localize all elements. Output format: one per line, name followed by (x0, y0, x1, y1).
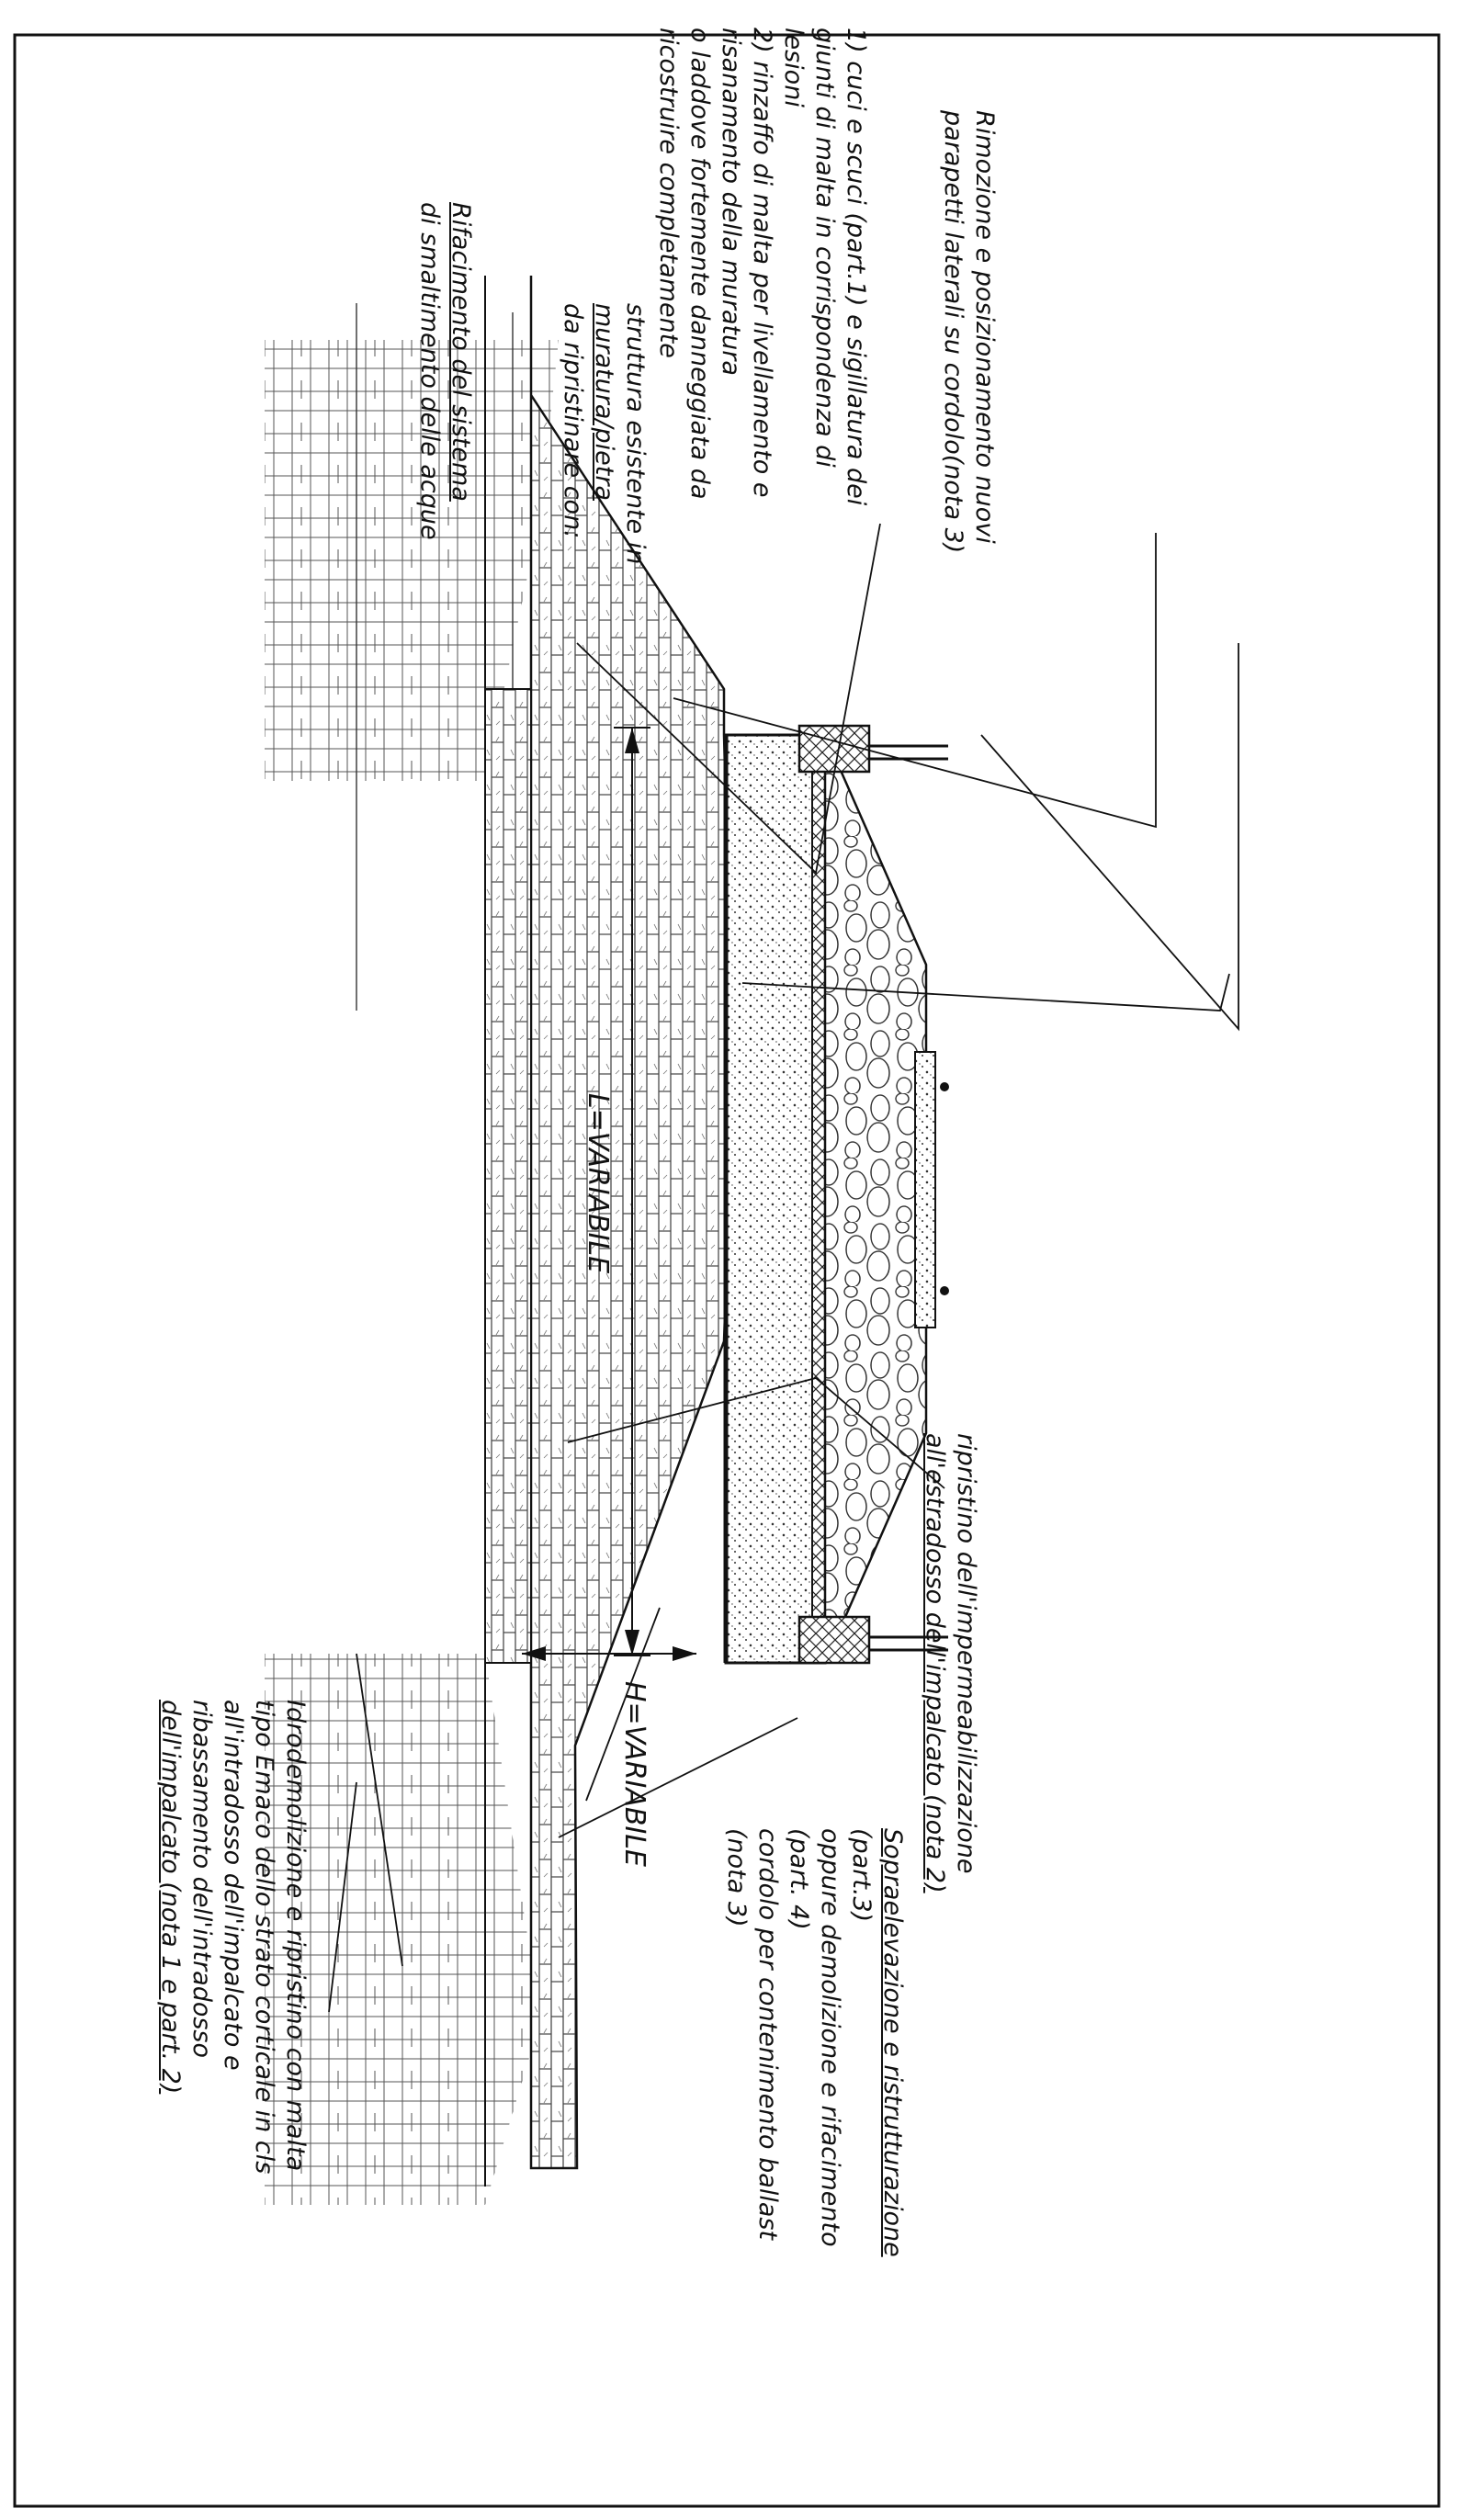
note-parapets-line2: parapetti laterali su cordolo(nota 3) (939, 110, 967, 554)
note-masonry-line3: lesioni (779, 28, 808, 107)
ballast (823, 734, 928, 1664)
leader-lines (328, 523, 1239, 2013)
note-masonry-line7: ricostruire completamente (654, 28, 683, 358)
note-parapets-line1: Rimozione e posizionamento nuovi (970, 110, 999, 544)
note-curb: Sopraelevazione e ristrutturazione (part… (720, 1828, 908, 2257)
masonry-lower (484, 688, 532, 1664)
note-masonry-line2: giunti di malta in corrispondenza di (810, 28, 839, 468)
note-hydrodemolition-line3: all'intradosso dell'impalcato e (219, 1700, 247, 2071)
sheet-frame (13, 33, 1441, 2508)
parapet-left (869, 744, 948, 761)
note-hydrodemolition-line5: dell'impalcato (nota 1 e part. 2) (156, 1700, 185, 2095)
curb-left (797, 724, 871, 774)
note-masonry-header1: struttura esistente in (621, 303, 650, 565)
note-curb-line6: (nota 3) (722, 1828, 751, 1927)
dimension-h (522, 1646, 696, 1661)
sleeper (914, 1051, 936, 1328)
note-waterproofing-line2: all'estradosso dell'impalcato (nota 2) (921, 1433, 949, 1893)
note-masonry-header: struttura esistente in muratura/pietra d… (557, 303, 650, 564)
note-parapets: Rimozione e posizionamento nuovi parapet… (937, 110, 1000, 553)
dimension-l (614, 727, 650, 1656)
note-hydrodemolition-line2: tipo Emaco dello strato corticale in cls (250, 1700, 278, 2175)
waterproofing-layer (811, 734, 826, 1664)
note-hydrodemolition: Idrodemolizione e ripristino con malta t… (154, 1700, 311, 2174)
note-masonry-line5: risanamento della muratura (717, 28, 745, 376)
note-curb-line4: (part. 4) (785, 1828, 813, 1930)
note-curb-line1: Sopraelevazione e ristrutturazione (878, 1828, 907, 2257)
note-hydrodemolition-line4: ribassamento dell'intradosso (187, 1700, 216, 2059)
note-waterproofing: ripristino dell'impermeabilizzazione all… (919, 1433, 981, 1893)
note-masonry-line6: o laddove fortemente danneggiata da (685, 28, 714, 500)
note-masonry: 1) cuci e scuci (part.1) e sigillatura d… (652, 28, 871, 505)
height-dimension-label: H=VARIABILE (618, 1681, 650, 1868)
length-dimension-label: L=VARIABILE (582, 1093, 614, 1274)
note-hydrodemolition-line1: Idrodemolizione e ripristino con malta (281, 1700, 310, 2172)
note-masonry-line4: 2) rinzaffo di malta per livellamento e (748, 28, 776, 498)
note-drainage-line1: Rifacimento del sistema (447, 202, 475, 502)
note-curb-line3: oppure demolizione e rifacimento (816, 1828, 844, 2247)
note-masonry-header2: muratura/pietra (590, 303, 618, 501)
note-waterproofing-line1: ripristino dell'impermeabilizzazione (952, 1433, 980, 1874)
note-curb-line5: cordolo per contenimento ballast (753, 1828, 782, 2241)
note-curb-line2: (part.3) (847, 1828, 876, 1923)
curb-right (797, 1615, 871, 1665)
note-drainage: Rifacimento del sistema di smaltimento d… (413, 202, 476, 540)
deck-slab (724, 733, 827, 1665)
parapet-right (869, 1635, 948, 1652)
note-masonry-header3: da ripristinare con: (559, 303, 587, 539)
note-drainage-line2: di smaltimento delle acque (415, 202, 444, 540)
note-masonry-line1: 1) cuci e scuci (part.1) e sigillatura d… (842, 28, 870, 506)
